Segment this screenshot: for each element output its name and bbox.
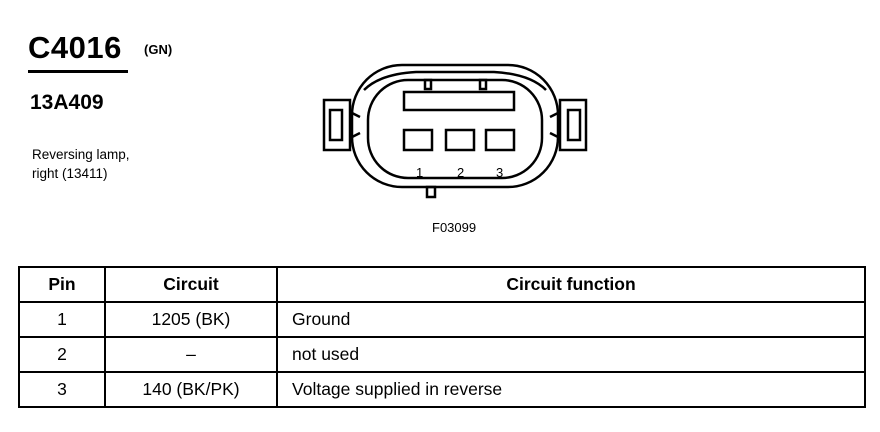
header-circuit: Circuit xyxy=(104,266,278,303)
pin-label-2: 2 xyxy=(457,165,464,180)
pin-cavity-1 xyxy=(402,128,434,152)
circuit-cell: 1205 (BK) xyxy=(104,301,278,338)
connector-outer-shell xyxy=(350,63,560,189)
function-cell: Voltage supplied in reverse xyxy=(276,371,866,408)
connector-description: Reversing lamp, right (13411) xyxy=(32,145,130,183)
connector-inner-housing xyxy=(366,78,544,180)
pin-label-3: 3 xyxy=(496,165,503,180)
table-row: 3 140 (BK/PK) Voltage supplied in revers… xyxy=(18,371,866,408)
pin-cell: 2 xyxy=(18,336,106,373)
connector-face-diagram: 1 2 3 xyxy=(322,63,588,199)
function-cell: Ground xyxy=(276,301,866,338)
connector-id-underline xyxy=(28,70,128,73)
connector-id: C4016 xyxy=(28,30,122,65)
circuit-cell: – xyxy=(104,336,278,373)
description-line: right (13411) xyxy=(32,166,108,181)
figure-code: F03099 xyxy=(432,220,477,235)
pin-table: Pin Circuit Circuit function 1 1205 (BK)… xyxy=(18,266,866,408)
part-number: 13A409 xyxy=(30,91,104,114)
connector-top-ridge xyxy=(363,70,547,91)
header-pin: Pin xyxy=(18,266,106,303)
top-key xyxy=(423,78,433,91)
table-row: 1 1205 (BK) Ground xyxy=(18,301,866,338)
key-slot xyxy=(402,90,516,112)
pin-cavity-2 xyxy=(444,128,476,152)
pin-cell: 3 xyxy=(18,371,106,408)
pin-label-1: 1 xyxy=(416,165,423,180)
connector-color-code: (GN) xyxy=(144,42,173,57)
table-header-row: Pin Circuit Circuit function xyxy=(18,266,866,303)
circuit-cell: 140 (BK/PK) xyxy=(104,371,278,408)
pin-cell: 1 xyxy=(18,301,106,338)
right-latch xyxy=(549,98,588,152)
table-row: 2 – not used xyxy=(18,336,866,373)
pin-cavity-3 xyxy=(484,128,516,152)
bottom-tab xyxy=(425,185,437,199)
top-key xyxy=(478,78,488,91)
left-latch xyxy=(322,98,361,152)
description-line: Reversing lamp, xyxy=(32,147,130,162)
function-cell: not used xyxy=(276,336,866,373)
header-circuit-function: Circuit function xyxy=(276,266,866,303)
